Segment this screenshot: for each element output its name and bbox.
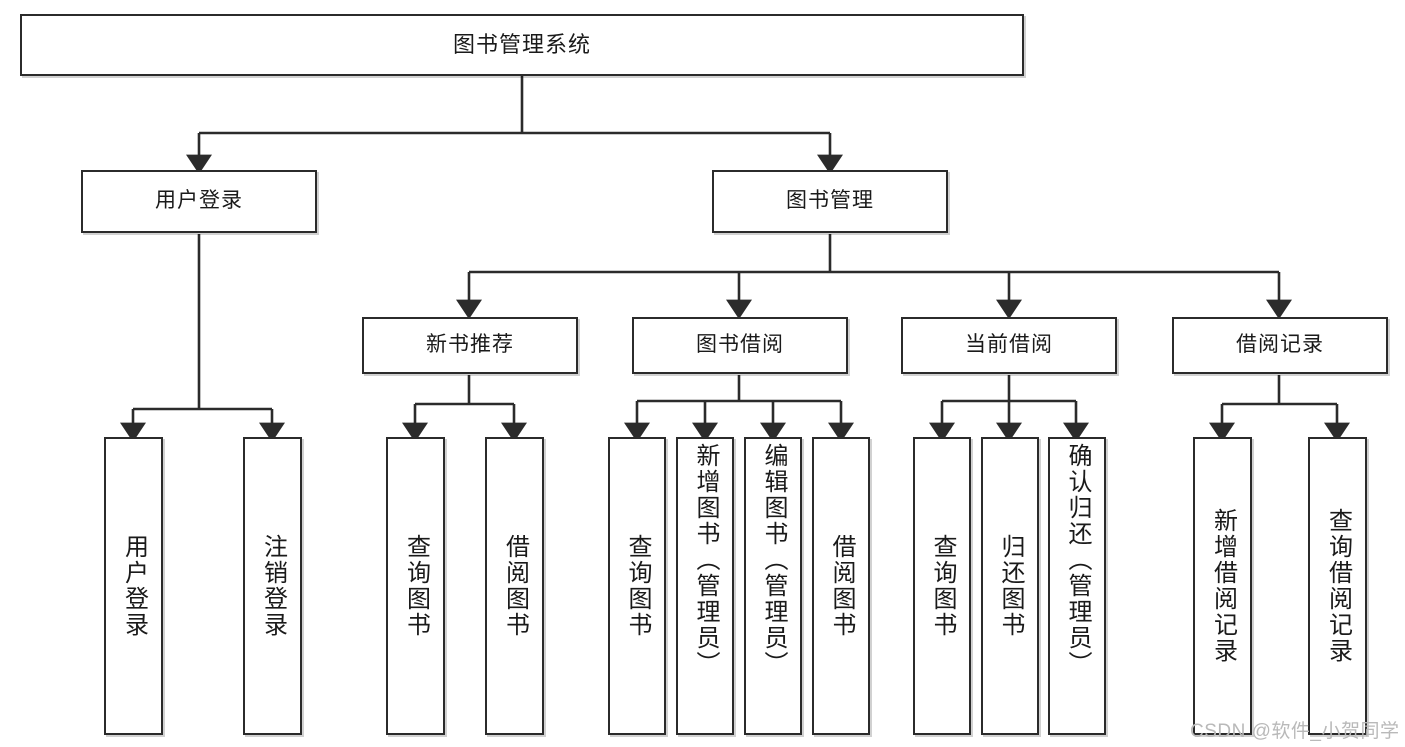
leaf-return-book-label: 归还图书 xyxy=(996,534,1024,638)
leaf-add-book-label: 新增图书（管理员） xyxy=(691,443,719,677)
leaf-edit-book[interactable]: 编辑图书（管理员） xyxy=(744,437,802,735)
node-current-borrow-label: 当前借阅 xyxy=(965,333,1053,357)
node-book-borrow-label: 图书借阅 xyxy=(696,333,784,357)
leaf-query-book-2[interactable]: 查询图书 xyxy=(608,437,666,735)
csdn-watermark: CSDN @软件_小贺同学 xyxy=(1190,721,1400,742)
node-root-label: 图书管理系统 xyxy=(452,32,591,58)
leaf-borrow-book-2[interactable]: 借阅图书 xyxy=(812,437,870,735)
leaf-logout[interactable]: 注销登录 xyxy=(243,437,302,735)
leaf-edit-book-label: 编辑图书（管理员） xyxy=(759,443,787,677)
leaf-add-record[interactable]: 新增借阅记录 xyxy=(1193,437,1252,735)
node-book-manage-label: 图书管理 xyxy=(786,189,874,213)
leaf-add-record-label: 新增借阅记录 xyxy=(1209,508,1237,664)
node-current-borrow[interactable]: 当前借阅 xyxy=(901,317,1117,374)
node-new-book-rec[interactable]: 新书推荐 xyxy=(362,317,578,374)
leaf-logout-label: 注销登录 xyxy=(259,534,287,638)
leaf-borrow-book-1-label: 借阅图书 xyxy=(501,534,529,638)
leaf-user-login-label: 用户登录 xyxy=(120,534,148,638)
leaf-query-book-2-label: 查询图书 xyxy=(623,534,651,638)
leaf-add-book[interactable]: 新增图书（管理员） xyxy=(676,437,734,735)
node-book-manage[interactable]: 图书管理 xyxy=(712,170,948,233)
leaf-return-book[interactable]: 归还图书 xyxy=(981,437,1039,735)
leaf-query-record-label: 查询借阅记录 xyxy=(1324,508,1352,664)
leaf-borrow-book-2-label: 借阅图书 xyxy=(827,534,855,638)
node-borrow-record-label: 借阅记录 xyxy=(1236,333,1324,357)
node-user-login[interactable]: 用户登录 xyxy=(81,170,317,233)
leaf-query-record[interactable]: 查询借阅记录 xyxy=(1308,437,1367,735)
leaf-query-book-1[interactable]: 查询图书 xyxy=(386,437,445,735)
leaf-user-login[interactable]: 用户登录 xyxy=(104,437,163,735)
node-user-login-label: 用户登录 xyxy=(155,189,243,213)
node-root[interactable]: 图书管理系统 xyxy=(20,14,1024,76)
node-book-borrow[interactable]: 图书借阅 xyxy=(632,317,848,374)
leaf-confirm-return-label: 确认归还（管理员） xyxy=(1063,443,1091,677)
leaf-borrow-book-1[interactable]: 借阅图书 xyxy=(485,437,544,735)
leaf-confirm-return[interactable]: 确认归还（管理员） xyxy=(1048,437,1106,735)
leaf-query-book-3[interactable]: 查询图书 xyxy=(913,437,971,735)
leaf-query-book-1-label: 查询图书 xyxy=(402,534,430,638)
leaf-query-book-3-label: 查询图书 xyxy=(928,534,956,638)
node-borrow-record[interactable]: 借阅记录 xyxy=(1172,317,1388,374)
node-new-book-rec-label: 新书推荐 xyxy=(426,333,514,357)
